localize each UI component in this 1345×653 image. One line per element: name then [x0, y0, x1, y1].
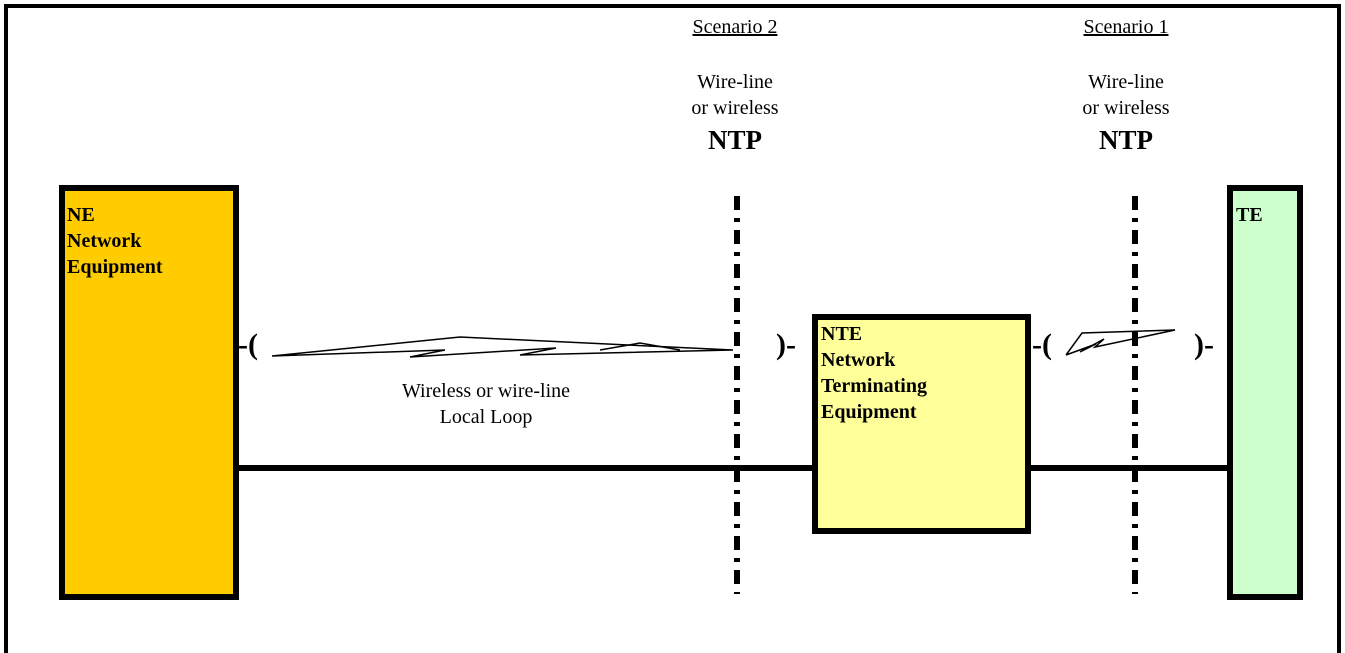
scenario2-medium-line1: Wire-line	[697, 71, 773, 93]
wireless-bolt-terminal	[1065, 329, 1176, 356]
ne-box	[59, 185, 239, 600]
nte-label-line4: Equipment	[821, 401, 917, 423]
local-loop-line1: Wireless or wire-line	[401, 380, 571, 402]
nte-label-line2: Network	[821, 349, 896, 371]
wireless-bolt-local-loop	[271, 336, 734, 358]
ne-label-abbrev: NE	[67, 204, 95, 226]
connector-ne-close: )-	[776, 328, 796, 361]
scenario2-title: Scenario 2	[692, 16, 778, 38]
nte-label-abbrev: NTE	[821, 323, 863, 345]
scenario2-medium-line2: or wireless	[691, 97, 779, 119]
diagram-border	[4, 4, 1341, 653]
scenario1-ntp-label: NTP	[1099, 125, 1153, 155]
connector-ne-open: -(	[238, 328, 258, 361]
te-box-label: TE	[1236, 204, 1263, 226]
scenario1-title: Scenario 1	[1083, 16, 1169, 38]
wireless-bolt-local-loop-inner	[599, 342, 681, 351]
ne-label-line2: Network	[67, 230, 142, 252]
scenario1-medium-line1: Wire-line	[1088, 71, 1164, 93]
te-box	[1227, 185, 1303, 600]
connector-nte-close: )-	[1194, 328, 1214, 361]
scenario1-medium-line2: or wireless	[1082, 97, 1170, 119]
scenario2-ntp-label: NTP	[708, 125, 762, 155]
ne-label-line3: Equipment	[67, 256, 163, 278]
nte-label-line3: Terminating	[821, 375, 927, 397]
local-loop-line2: Local Loop	[439, 406, 533, 428]
local-loop-label: Wireless or wire-line Local Loop	[346, 378, 626, 430]
nte-box-label: NTE Network Terminating Equipment	[821, 321, 927, 425]
connector-nte-open: -(	[1032, 328, 1052, 361]
nte-box	[812, 314, 1031, 534]
ne-box-label: NE Network Equipment	[67, 202, 163, 280]
